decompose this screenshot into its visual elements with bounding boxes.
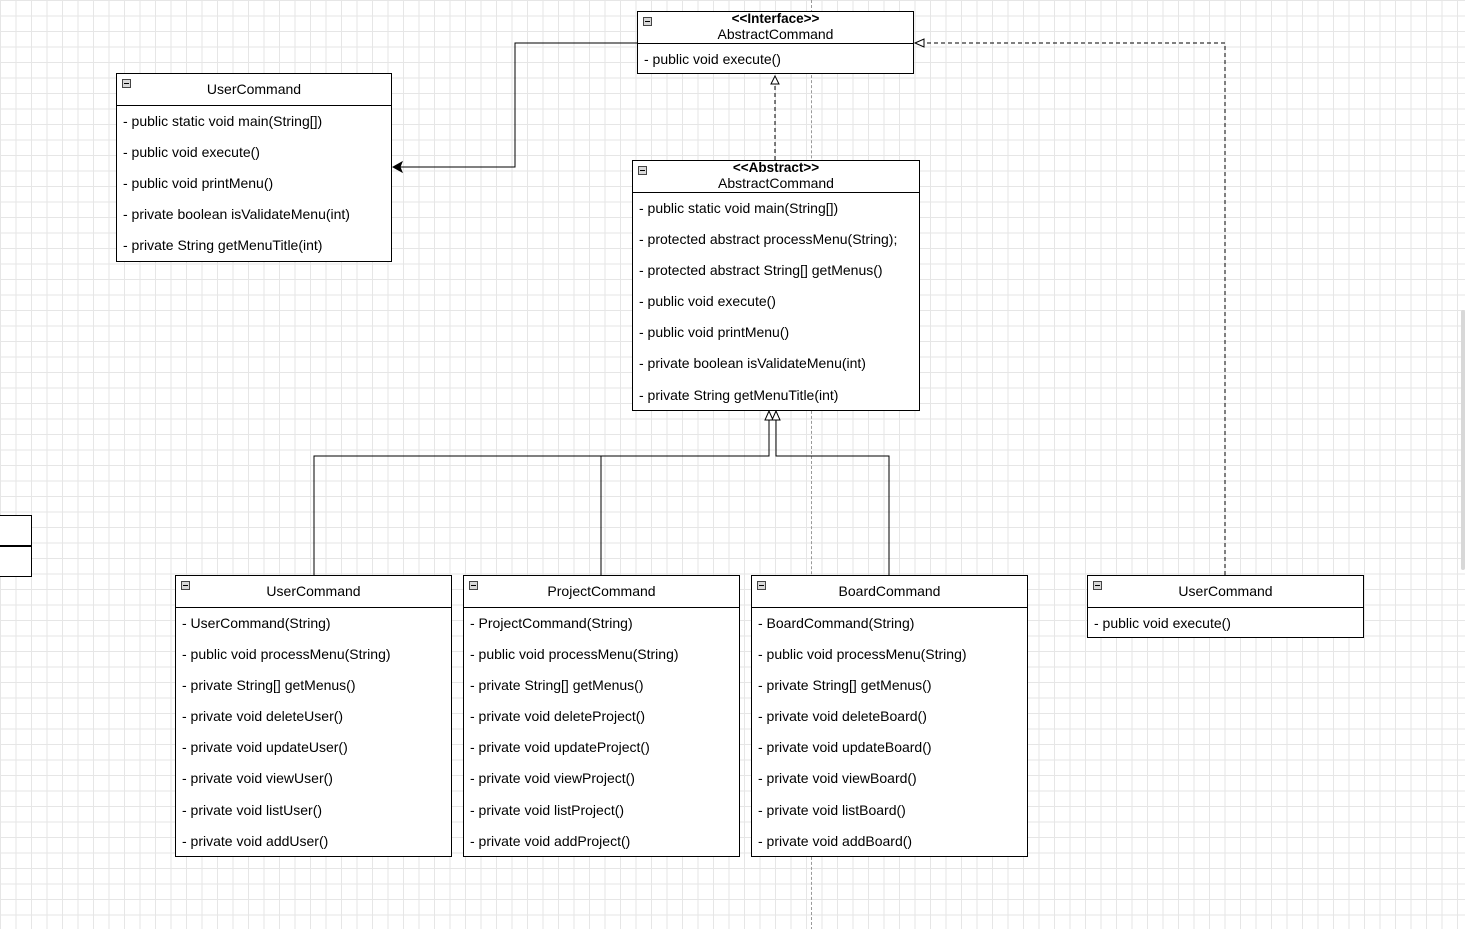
class-boardcommand[interactable]: BoardCommand - BoardCommand(String) - pu… xyxy=(751,575,1028,857)
member-item[interactable]: - public void printMenu() xyxy=(123,175,274,192)
member-item[interactable]: - ProjectCommand(String) xyxy=(470,615,633,631)
collapse-icon[interactable] xyxy=(181,581,190,590)
collapse-icon[interactable] xyxy=(469,581,478,590)
member-item[interactable]: - private void listUser() xyxy=(182,801,323,818)
class-interface-abstractcommand[interactable]: <<Interface>> AbstractCommand - public v… xyxy=(637,11,914,74)
class-projectcommand[interactable]: ProjectCommand - ProjectCommand(String) … xyxy=(463,575,740,857)
collapse-icon[interactable] xyxy=(1093,581,1102,590)
offscreen-class-header[interactable] xyxy=(0,515,32,546)
class-header[interactable]: UserCommand xyxy=(176,576,451,608)
class-usercommand-right[interactable]: UserCommand - public void execute() xyxy=(1087,575,1364,638)
class-usercommand-top[interactable]: UserCommand - public static void main(St… xyxy=(116,73,392,262)
class-usercommand[interactable]: UserCommand - UserCommand(String) - publ… xyxy=(175,575,452,857)
member-item[interactable]: - private String[] getMenus() xyxy=(470,677,644,694)
member-item[interactable]: - UserCommand(String) xyxy=(182,615,331,631)
class-name: ProjectCommand xyxy=(547,583,656,599)
member-item[interactable]: - public void processMenu(String) xyxy=(182,646,391,663)
member-item[interactable]: - public void execute() xyxy=(639,293,776,310)
member-item[interactable]: - protected abstract String[] getMenus() xyxy=(639,262,883,279)
class-name: AbstractCommand xyxy=(717,26,834,42)
class-name: AbstractCommand xyxy=(718,175,834,191)
association-line[interactable] xyxy=(394,42,637,168)
member-item[interactable]: - private void addBoard() xyxy=(758,832,913,849)
generalization-line-board[interactable] xyxy=(775,420,890,575)
class-name: UserCommand xyxy=(206,81,302,97)
generalization-line-user[interactable] xyxy=(313,420,770,575)
member-item[interactable]: - private void viewBoard() xyxy=(758,770,917,787)
realization-arrowhead-right xyxy=(913,38,925,48)
collapse-icon[interactable] xyxy=(643,17,652,26)
class-header[interactable]: UserCommand xyxy=(117,74,391,106)
member-item[interactable]: - private void viewUser() xyxy=(182,770,333,787)
member-item[interactable]: - private void updateBoard() xyxy=(758,739,932,756)
member-item[interactable]: - BoardCommand(String) xyxy=(758,615,915,631)
member-item[interactable]: - protected abstract processMenu(String)… xyxy=(639,231,898,248)
class-header[interactable]: <<Abstract>> AbstractCommand xyxy=(633,161,919,193)
stereotype-label: <<Abstract>> xyxy=(732,160,820,175)
member-item[interactable]: - private void listBoard() xyxy=(758,801,906,818)
offscreen-class-body[interactable] xyxy=(0,546,32,577)
class-header[interactable]: <<Interface>> AbstractCommand xyxy=(638,12,913,44)
class-name: BoardCommand xyxy=(838,583,941,599)
member-item[interactable]: - private void updateUser() xyxy=(182,739,348,756)
class-header[interactable]: ProjectCommand xyxy=(464,576,739,608)
vertical-scrollbar[interactable] xyxy=(1461,310,1465,570)
class-header[interactable]: BoardCommand xyxy=(752,576,1027,608)
canvas-bottom-edge xyxy=(0,929,1465,935)
member-item[interactable]: - private void listProject() xyxy=(470,801,625,818)
realization-arrowhead-abstract xyxy=(770,74,780,85)
member-item[interactable]: - private void updateProject() xyxy=(470,739,650,756)
member-item[interactable]: - private String[] getMenus() xyxy=(182,677,356,694)
collapse-icon[interactable] xyxy=(122,79,131,88)
member-item[interactable]: - private void addUser() xyxy=(182,832,329,849)
member-item[interactable]: - private void addProject() xyxy=(470,832,631,849)
member-item[interactable]: - public void printMenu() xyxy=(639,324,790,341)
member-item[interactable]: - private void deleteUser() xyxy=(182,708,344,725)
stereotype-label: <<Interface>> xyxy=(731,11,820,26)
generalization-arrowhead-left xyxy=(764,409,774,421)
class-abstract-abstractcommand[interactable]: <<Abstract>> AbstractCommand - public st… xyxy=(632,160,920,411)
member-item[interactable]: - public static void main(String[]) xyxy=(639,200,839,216)
member-item[interactable]: - public void execute() xyxy=(1094,615,1231,631)
class-header[interactable]: UserCommand xyxy=(1088,576,1363,608)
member-item[interactable]: - public static void main(String[]) xyxy=(123,113,323,129)
page-break-line xyxy=(811,0,812,935)
member-item[interactable]: - public void processMenu(String) xyxy=(470,646,679,663)
member-item[interactable]: - public void execute() xyxy=(123,144,260,161)
member-item[interactable]: - private void viewProject() xyxy=(470,770,635,787)
member-item[interactable]: - public void execute() xyxy=(644,51,781,67)
member-item[interactable]: - private String getMenuTitle(int) xyxy=(639,386,839,403)
collapse-icon[interactable] xyxy=(638,166,647,175)
member-item[interactable]: - private boolean isValidateMenu(int) xyxy=(123,206,350,223)
association-arrowhead xyxy=(391,160,403,174)
class-name: UserCommand xyxy=(1178,583,1273,599)
collapse-icon[interactable] xyxy=(757,581,766,590)
realization-line-right[interactable] xyxy=(924,42,1226,575)
member-item[interactable]: - private void deleteProject() xyxy=(470,708,646,725)
member-item[interactable]: - private void deleteBoard() xyxy=(758,708,927,725)
class-name: UserCommand xyxy=(266,583,361,599)
member-item[interactable]: - private String getMenuTitle(int) xyxy=(123,237,323,254)
member-item[interactable]: - private boolean isValidateMenu(int) xyxy=(639,355,866,372)
member-item[interactable]: - public void processMenu(String) xyxy=(758,646,967,663)
generalization-arrowhead-right xyxy=(771,409,781,421)
member-item[interactable]: - private String[] getMenus() xyxy=(758,677,932,694)
